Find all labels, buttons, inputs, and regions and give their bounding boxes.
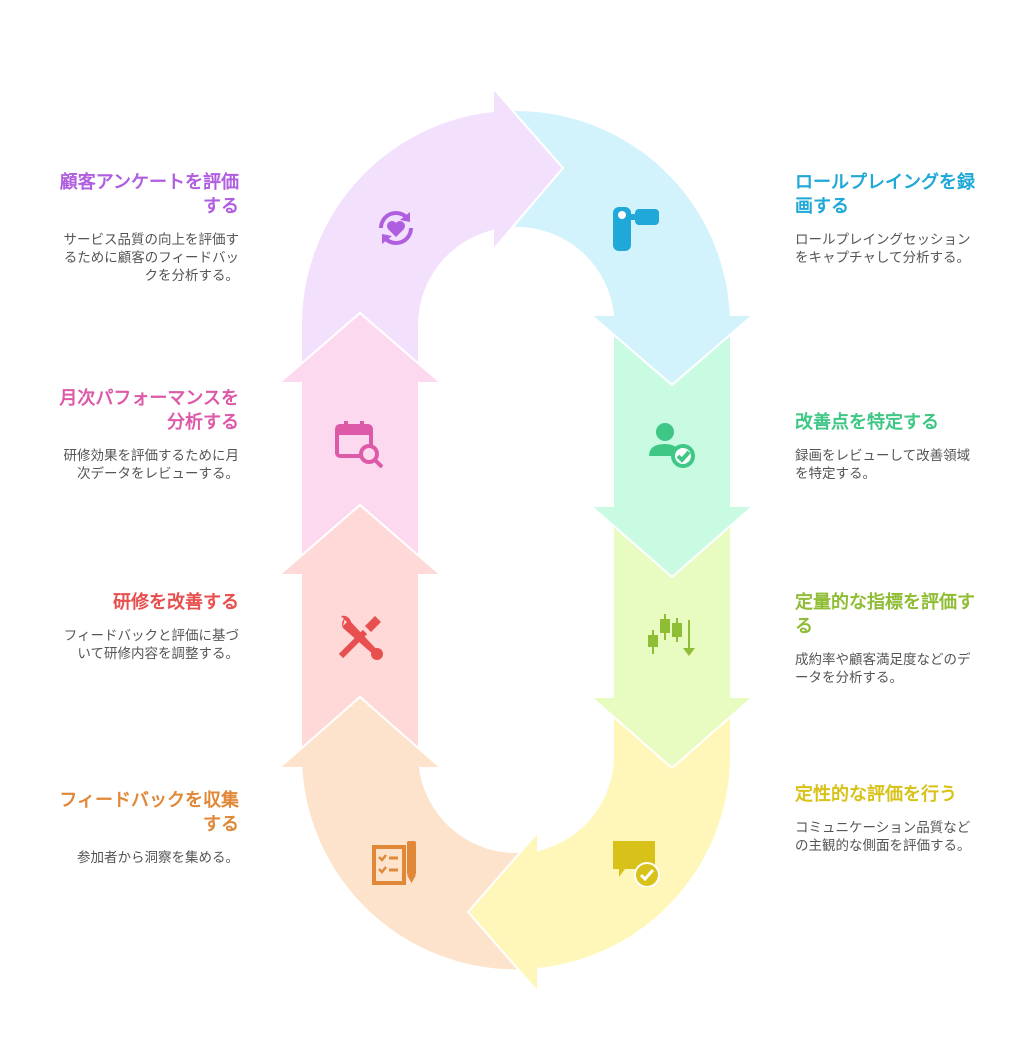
- segment-monthly: [276, 311, 444, 561]
- step-title: 研修を改善する: [113, 592, 239, 613]
- heart-cycle-icon: [379, 211, 413, 245]
- step-identify: 改善点を特定する 録画をレビューして改善領域を特定する。: [795, 411, 977, 483]
- segment-qualitative: [466, 704, 732, 995]
- calendar-search-icon: [335, 421, 384, 468]
- step-description: 録画をレビューして改善領域を特定する。: [795, 448, 971, 482]
- step-qualitative: 定性的な評価を行う コミュニケーション品質などの主観的な側面を評価する。: [795, 783, 977, 855]
- step-monthly: 月次パフォーマンスを分析する 研修効果を評価するために月次データをレビューする。: [57, 387, 239, 483]
- step-description: ロールプレイングセッションをキャプチャして分析する。: [795, 232, 971, 266]
- step-title: 定性的な評価を行う: [795, 784, 957, 805]
- step-quantitative: 定量的な指標を評価する 成約率や顧客満足度などのデータを分析する。: [795, 591, 977, 687]
- chat-check-icon: [613, 841, 660, 887]
- step-title: 改善点を特定する: [795, 412, 939, 433]
- step-title: 顧客アンケートを評価する: [59, 172, 239, 217]
- step-survey: 顧客アンケートを評価する サービス品質の向上を評価するために顧客のフィードバック…: [57, 171, 239, 285]
- step-record: ロールプレイングを録画する ロールプレイングセッションをキャプチャして分析する。: [795, 171, 977, 267]
- step-title: ロールプレイングを録画する: [795, 172, 975, 217]
- step-description: フィードバックと評価に基づいて研修内容を調整する。: [63, 628, 239, 662]
- step-improve: 研修を改善する フィードバックと評価に基づいて研修内容を調整する。: [57, 591, 239, 663]
- step-title: フィードバックを収集する: [59, 790, 239, 835]
- step-description: サービス品質の向上を評価するために顧客のフィードバックを分析する。: [63, 232, 240, 284]
- candlestick-chart-icon: [648, 614, 695, 656]
- segment-record: [509, 108, 756, 387]
- step-description: 研修効果を評価するために月次データをレビューする。: [63, 448, 240, 482]
- step-title: 定量的な指標を評価する: [795, 592, 975, 637]
- segment-feedback: [276, 695, 541, 972]
- video-camera-icon: [613, 207, 659, 251]
- step-title: 月次パフォーマンスを分析する: [59, 388, 239, 433]
- checklist-pen-icon: [372, 841, 416, 885]
- segment-quantitative: [588, 514, 756, 770]
- person-check-icon: [649, 423, 695, 468]
- step-description: コミュニケーション品質などの主観的な側面を評価する。: [795, 820, 971, 854]
- step-description: 参加者から洞察を集める。: [77, 850, 239, 866]
- step-feedback: フィードバックを収集する 参加者から洞察を集める。: [57, 789, 239, 867]
- tools-icon: [338, 615, 383, 660]
- step-description: 成約率や顧客満足度などのデータを分析する。: [795, 652, 971, 686]
